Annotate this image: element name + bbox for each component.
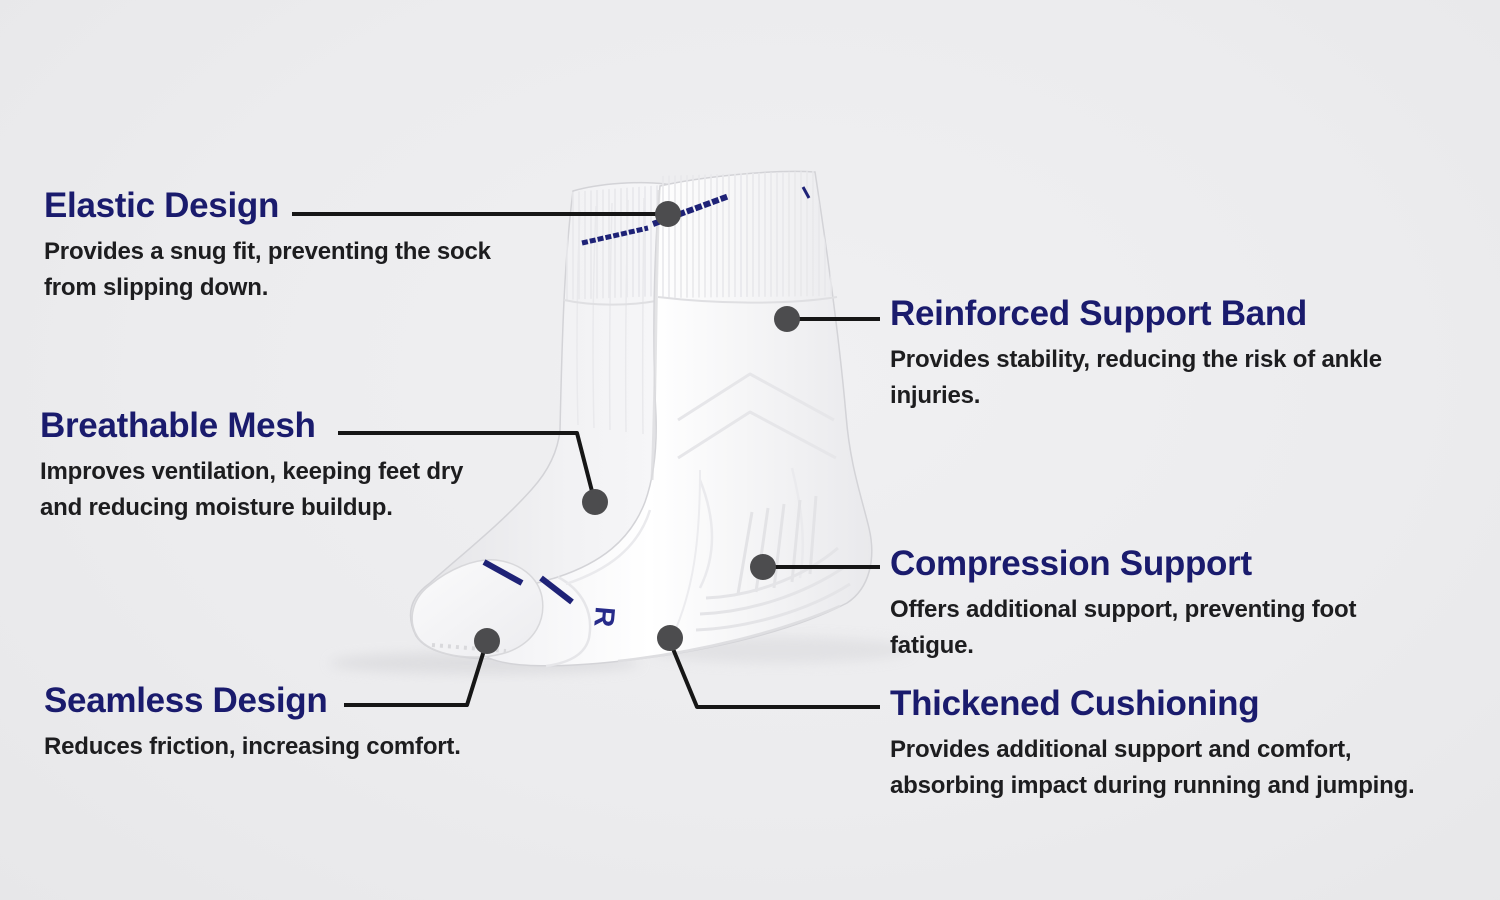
front-leg-left-seam [650,189,661,481]
callout-dot-seamless [474,628,500,654]
feature-title: Elastic Design [44,186,280,225]
front-toe-seam [545,575,592,668]
back-toe-cap-shape [411,559,544,658]
feature-title: Compression Support [890,544,1252,583]
feature-elastic-design: Elastic Design Provides a snug fit, prev… [44,186,491,306]
mesh-zone-seam [669,469,701,643]
sole-edge-seam [617,604,841,663]
instep-seam [565,509,652,586]
back-cuff-stripe [581,225,649,246]
back-toe-dash [482,559,524,586]
sole-band-lines [695,546,851,632]
feature-description-line: absorbing impact during running and jump… [890,772,1415,799]
callout-dot-reinforced [774,306,800,332]
feature-breathable-mesh: Breathable Mesh Improves ventilation, ke… [40,406,463,526]
feature-title: Breathable Mesh [40,406,316,445]
feature-description-line: and reducing moisture buildup. [40,494,393,521]
feature-description: Improves ventilation, keeping feet dry a… [40,454,463,526]
feature-title: Reinforced Support Band [890,294,1307,333]
feature-thickened-cushioning: Thickened Cushioning Provides additional… [890,684,1415,804]
feature-description: Offers additional support, preventing fo… [890,592,1356,664]
feature-description-line: Offers additional support, preventing fo… [890,596,1357,623]
feature-description-line: Provides stability, reducing the risk of… [890,346,1382,373]
feature-description: Provides stability, reducing the risk of… [890,342,1382,414]
callout-dot-compression [750,554,776,580]
feature-description-line: Provides a snug fit, preventing the sock [44,238,491,265]
feature-description-line: Improves ventilation, keeping feet dry [40,458,464,485]
feature-description-line: from slipping down. [44,274,269,301]
feature-description: Provides a snug fit, preventing the sock… [44,234,491,306]
feature-description-line: injuries. [890,382,981,409]
callout-dot-breathable [582,489,608,515]
feature-title: Thickened Cushioning [890,684,1260,723]
callout-line-thickened [669,643,880,709]
feature-description: Provides additional support and comfort,… [890,732,1415,804]
feature-description: Reduces friction, increasing comfort. [44,729,461,765]
feature-compression-support: Compression Support Offers additional su… [890,544,1356,664]
cuff-corner-mark [801,186,811,199]
back-leg-rib-lines [576,197,645,435]
callout-line-breathable [338,431,596,500]
arch-groove-lines [736,495,818,595]
toe-logo-letter: R [588,605,621,628]
front-cuff-seam [657,296,838,304]
callout-line-seamless [344,643,488,707]
feature-reinforced-support-band: Reinforced Support Band Provides stabili… [890,294,1382,414]
feature-title: Seamless Design [44,681,328,720]
feature-description-line: fatigue. [890,632,974,659]
ankle-chevron-lines [677,372,837,460]
feature-seamless-design: Seamless Design Reduces friction, increa… [44,681,461,765]
front-toe-dash [539,575,574,605]
feature-description-line: Provides additional support and comfort, [890,736,1352,763]
feature-description-line: Reduces friction, increasing comfort. [44,733,461,760]
callout-dot-elastic [655,201,681,227]
callout-dot-thickened [657,625,683,651]
back-cuff-seam [563,299,657,306]
front-cuff-ribbing [657,171,834,298]
